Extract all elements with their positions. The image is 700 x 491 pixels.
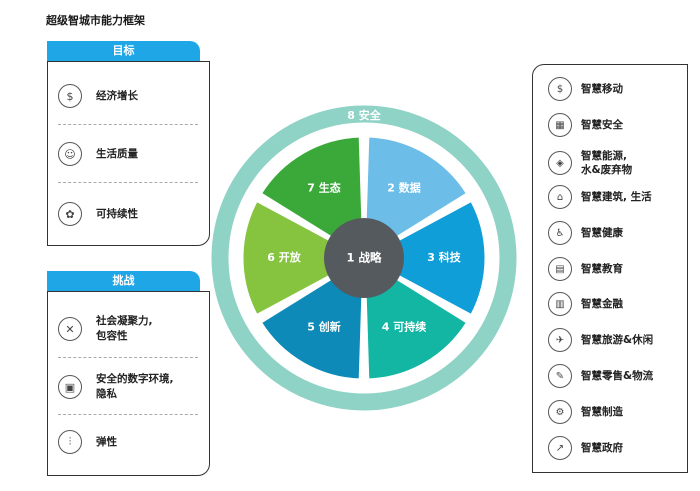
smart-label: 智慧旅游&休闲	[581, 334, 654, 346]
divider	[58, 357, 198, 358]
smart-item: ◈ 智慧能源,水&废弃物	[548, 149, 632, 177]
wheel-segment	[258, 134, 366, 261]
smart-label: 智慧制造	[581, 406, 623, 418]
challenges-tab: 挑战	[47, 271, 200, 291]
smart-label: 智慧建筑, 生活	[581, 191, 652, 203]
book-icon: ▤	[548, 257, 572, 281]
goal-label: 经济增长	[96, 89, 138, 102]
smart-label: 智慧健康	[581, 227, 623, 239]
smart-label: 智慧政府	[581, 442, 623, 454]
strategy-hub	[324, 218, 404, 298]
smart-label: 智慧能源,水&废弃物	[581, 150, 633, 176]
wheel-segment	[362, 255, 470, 382]
smart-label: 智慧零售&物流	[581, 370, 654, 382]
smart-label: 智慧安全	[581, 119, 623, 131]
challenge-label: 安全的数字环境,隐私	[96, 373, 174, 400]
smart-item: ▤ 智慧教育	[548, 257, 623, 281]
challenge-label: 弹性	[96, 435, 117, 448]
wheel-segment	[360, 198, 488, 318]
smart-item: ⚙ 智慧制造	[548, 400, 623, 424]
page-title: 超级智城市能力框架	[46, 14, 145, 27]
smart-item: ▥ 智慧金融	[548, 292, 623, 316]
smart-domains-panel: $ 智慧移动 ▦ 智慧安全 ◈ 智慧能源,水&废弃物 ⌂ 智慧建筑, 生活 ♿ …	[532, 64, 688, 473]
smart-item: $ 智慧移动	[548, 77, 623, 101]
segment-label: 6 开放	[267, 250, 301, 264]
sliders-icon: ⫶	[58, 430, 82, 454]
finance-icon: ▥	[548, 292, 572, 316]
chart-up-icon: ↗	[548, 436, 572, 460]
challenge-label: 社会凝聚力,包容性	[96, 315, 153, 342]
goals-panel: $ 经济增长 ☺ 生活质量 ✿ 可持续性	[47, 61, 210, 246]
segment-label: 5 创新	[307, 319, 340, 333]
challenge-item: ▣ 安全的数字环境,隐私	[58, 372, 174, 402]
smart-item: ♿ 智慧健康	[548, 221, 623, 245]
segment-label: 3 科技	[427, 250, 461, 264]
smart-label: 智慧金融	[581, 298, 623, 310]
segment-label: 7 生态	[307, 181, 340, 195]
smart-item: ⌂ 智慧建筑, 生活	[548, 185, 652, 209]
smart-item: ↗ 智慧政府	[548, 436, 623, 460]
goal-label: 可持续性	[96, 207, 138, 220]
arrows-inward-icon: ✕	[58, 317, 82, 341]
goals-tab: 目标	[47, 41, 200, 61]
segment-label: 2 数据	[387, 181, 420, 195]
challenge-item: ⫶ 弹性	[58, 430, 117, 454]
goal-item: ✿ 可持续性	[58, 202, 138, 226]
wheel-segment	[362, 134, 470, 261]
smart-label: 智慧教育	[581, 263, 623, 275]
smart-label: 智慧移动	[581, 83, 623, 95]
challenges-panel: ✕ 社会凝聚力,包容性 ▣ 安全的数字环境,隐私 ⫶ 弹性	[47, 291, 210, 476]
gear-icon: ✿	[58, 202, 82, 226]
segment-label: 4 可持续	[382, 319, 426, 333]
divider	[58, 182, 198, 183]
mobile-money-icon: $	[548, 77, 572, 101]
wheel-segment	[258, 255, 366, 382]
person-icon: ☺	[58, 142, 82, 166]
cube-icon: ◈	[548, 151, 572, 175]
smart-item: ✈ 智慧旅游&休闲	[548, 328, 653, 352]
security-ring	[211, 105, 517, 411]
accessibility-icon: ♿	[548, 221, 572, 245]
airplane-icon: ✈	[548, 328, 572, 352]
smart-item: ✎ 智慧零售&物流	[548, 364, 653, 388]
chip-icon: ▦	[548, 113, 572, 137]
hub-label: 1 战略	[346, 251, 382, 265]
challenge-item: ✕ 社会凝聚力,包容性	[58, 314, 153, 344]
coins-icon: $	[58, 84, 82, 108]
security-chip-icon: ▣	[58, 375, 82, 399]
goal-item: $ 经济增长	[58, 84, 138, 108]
smart-item: ▦ 智慧安全	[548, 113, 623, 137]
divider	[58, 124, 198, 125]
goal-item: ☺ 生活质量	[58, 142, 138, 166]
gears-icon: ⚙	[548, 400, 572, 424]
divider	[58, 414, 198, 415]
buildings-icon: ⌂	[548, 185, 572, 209]
wheel-segment	[240, 198, 368, 318]
goal-label: 生活质量	[96, 147, 138, 160]
ring-label: 8 安全	[347, 108, 381, 122]
receipt-icon: ✎	[548, 364, 572, 388]
